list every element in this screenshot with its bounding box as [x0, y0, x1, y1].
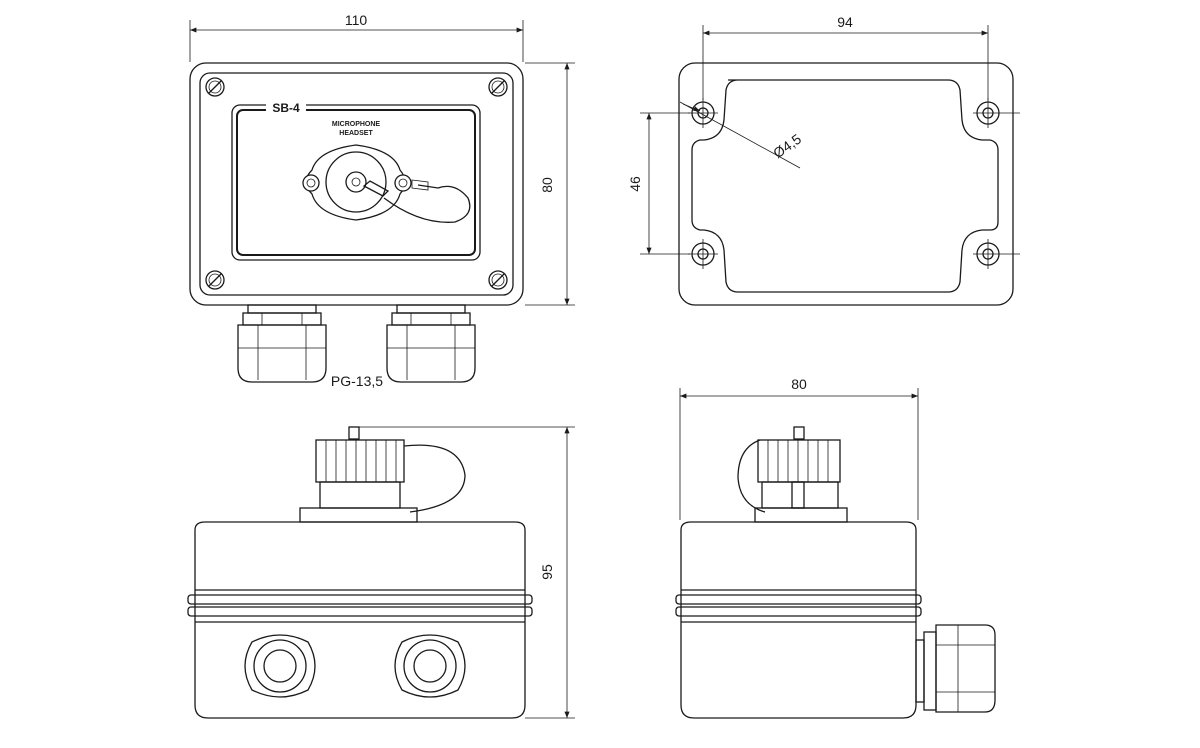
- back-housing-outer: [678, 62, 1014, 306]
- side-view-front: 95: [187, 426, 575, 719]
- side-view-right: 80: [675, 376, 996, 719]
- back-height-label: 46: [627, 176, 643, 192]
- side-height-dimension: 95: [355, 426, 575, 719]
- front-screw-bottom-right: [488, 270, 508, 290]
- right-width-dimension: 80: [679, 376, 919, 520]
- front-housing-inner: [199, 72, 514, 296]
- front-view: 110 80 SB-: [189, 12, 575, 389]
- model-label: SB-4: [272, 101, 300, 115]
- gland-label: PG-13,5: [331, 373, 383, 389]
- back-hole-bottom-right: [973, 239, 1020, 269]
- hole-diameter-label: Ø4,5: [770, 131, 804, 162]
- hole-diameter-leader: Ø4,5: [679, 101, 804, 169]
- front-label-plate: [236, 109, 476, 256]
- back-width-dimension: 94: [702, 14, 989, 100]
- right-width-label: 80: [791, 376, 807, 392]
- side-connector: [299, 426, 466, 523]
- right-housing-body: [680, 521, 917, 719]
- back-height-dimension: 46: [627, 112, 690, 255]
- front-screw-bottom-left: [205, 270, 225, 290]
- front-width-dimension: 110: [189, 12, 524, 62]
- back-width-label: 94: [837, 14, 853, 30]
- right-side-gland: [915, 624, 996, 713]
- front-cable-gland-left: [237, 304, 327, 383]
- back-inner-recess: [691, 79, 999, 293]
- front-width-label: 110: [345, 12, 368, 28]
- side-gland-left: [244, 634, 316, 698]
- right-connector: [737, 426, 848, 523]
- side-height-label: 95: [539, 564, 555, 580]
- front-cable-gland-right: [386, 304, 476, 383]
- front-screw-top-right: [488, 77, 508, 97]
- front-connector-socket: [302, 144, 471, 223]
- back-hole-bottom-left: [688, 239, 718, 269]
- side-housing-body: [194, 521, 526, 719]
- front-housing-outer: [189, 62, 524, 306]
- connector-label-line2: HEADSET: [339, 130, 373, 137]
- back-hole-top-right: [973, 98, 1020, 128]
- back-hole-top-left: [688, 98, 718, 128]
- front-height-label: 80: [539, 177, 555, 193]
- side-gland-right: [394, 634, 466, 698]
- back-view: 94 46 Ø4,: [627, 14, 1020, 306]
- front-height-dimension: 80: [525, 62, 575, 306]
- connector-label-line1: MICROPHONE: [332, 121, 381, 128]
- front-label-plate-outer: [231, 104, 481, 261]
- front-screw-top-left: [205, 77, 225, 97]
